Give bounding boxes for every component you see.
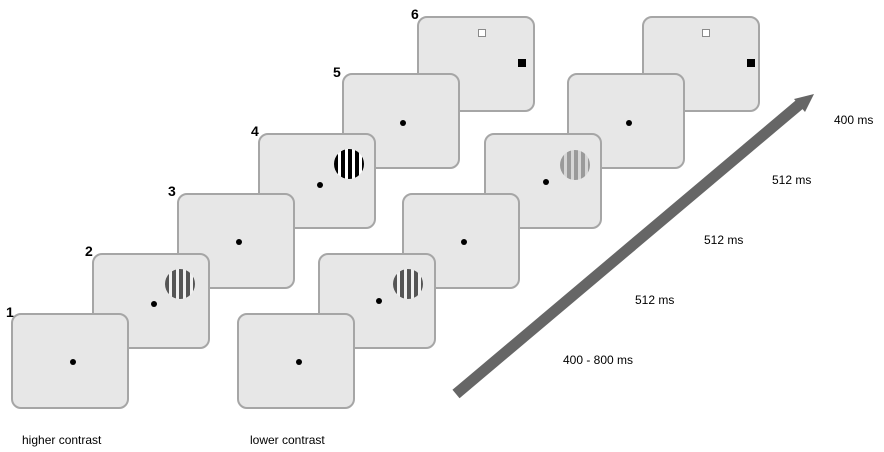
fixation-dot — [296, 359, 302, 365]
target-square-filled — [518, 59, 526, 67]
grating-standard — [393, 269, 423, 299]
condition-label-lower: lower contrast — [250, 433, 325, 447]
frame-number-1: 1 — [6, 304, 14, 320]
grating-standard — [165, 269, 195, 299]
timing-label-frame-1: 400 - 800 ms — [563, 353, 634, 367]
frame-number-4: 4 — [251, 123, 259, 139]
fixation-dot — [461, 239, 467, 245]
timing-label-frame-4: 512 ms — [772, 173, 812, 187]
condition-label-higher: higher contrast — [22, 433, 102, 447]
fixation-dot — [543, 179, 549, 185]
fixation-dot — [317, 182, 323, 188]
target-square-filled — [747, 59, 755, 67]
frame-6-higher — [417, 16, 535, 112]
frame-number-6: 6 — [411, 6, 419, 22]
fixation-dot — [376, 298, 382, 304]
fixation-dot — [70, 359, 76, 365]
fixation-dot — [626, 120, 632, 126]
time-arrow-head — [794, 94, 814, 112]
timing-label-frame-5: 400 ms — [834, 113, 874, 127]
timing-label-frame-3: 512 ms — [704, 233, 744, 247]
fixation-dot — [236, 239, 242, 245]
fixation-dot — [151, 301, 157, 307]
frame-number-3: 3 — [168, 183, 176, 199]
target-square-outline — [478, 29, 486, 37]
grating-low-contrast — [560, 150, 590, 180]
fixation-dot — [400, 120, 406, 126]
grating-high-contrast — [334, 149, 364, 179]
timing-label-frame-2: 512 ms — [635, 293, 675, 307]
time-arrow-shaft — [452, 99, 804, 399]
frame-number-2: 2 — [85, 243, 93, 259]
frame-number-5: 5 — [333, 64, 341, 80]
target-square-outline — [702, 29, 710, 37]
frame-1-higher — [11, 313, 129, 409]
frame-1-lower — [237, 313, 355, 409]
